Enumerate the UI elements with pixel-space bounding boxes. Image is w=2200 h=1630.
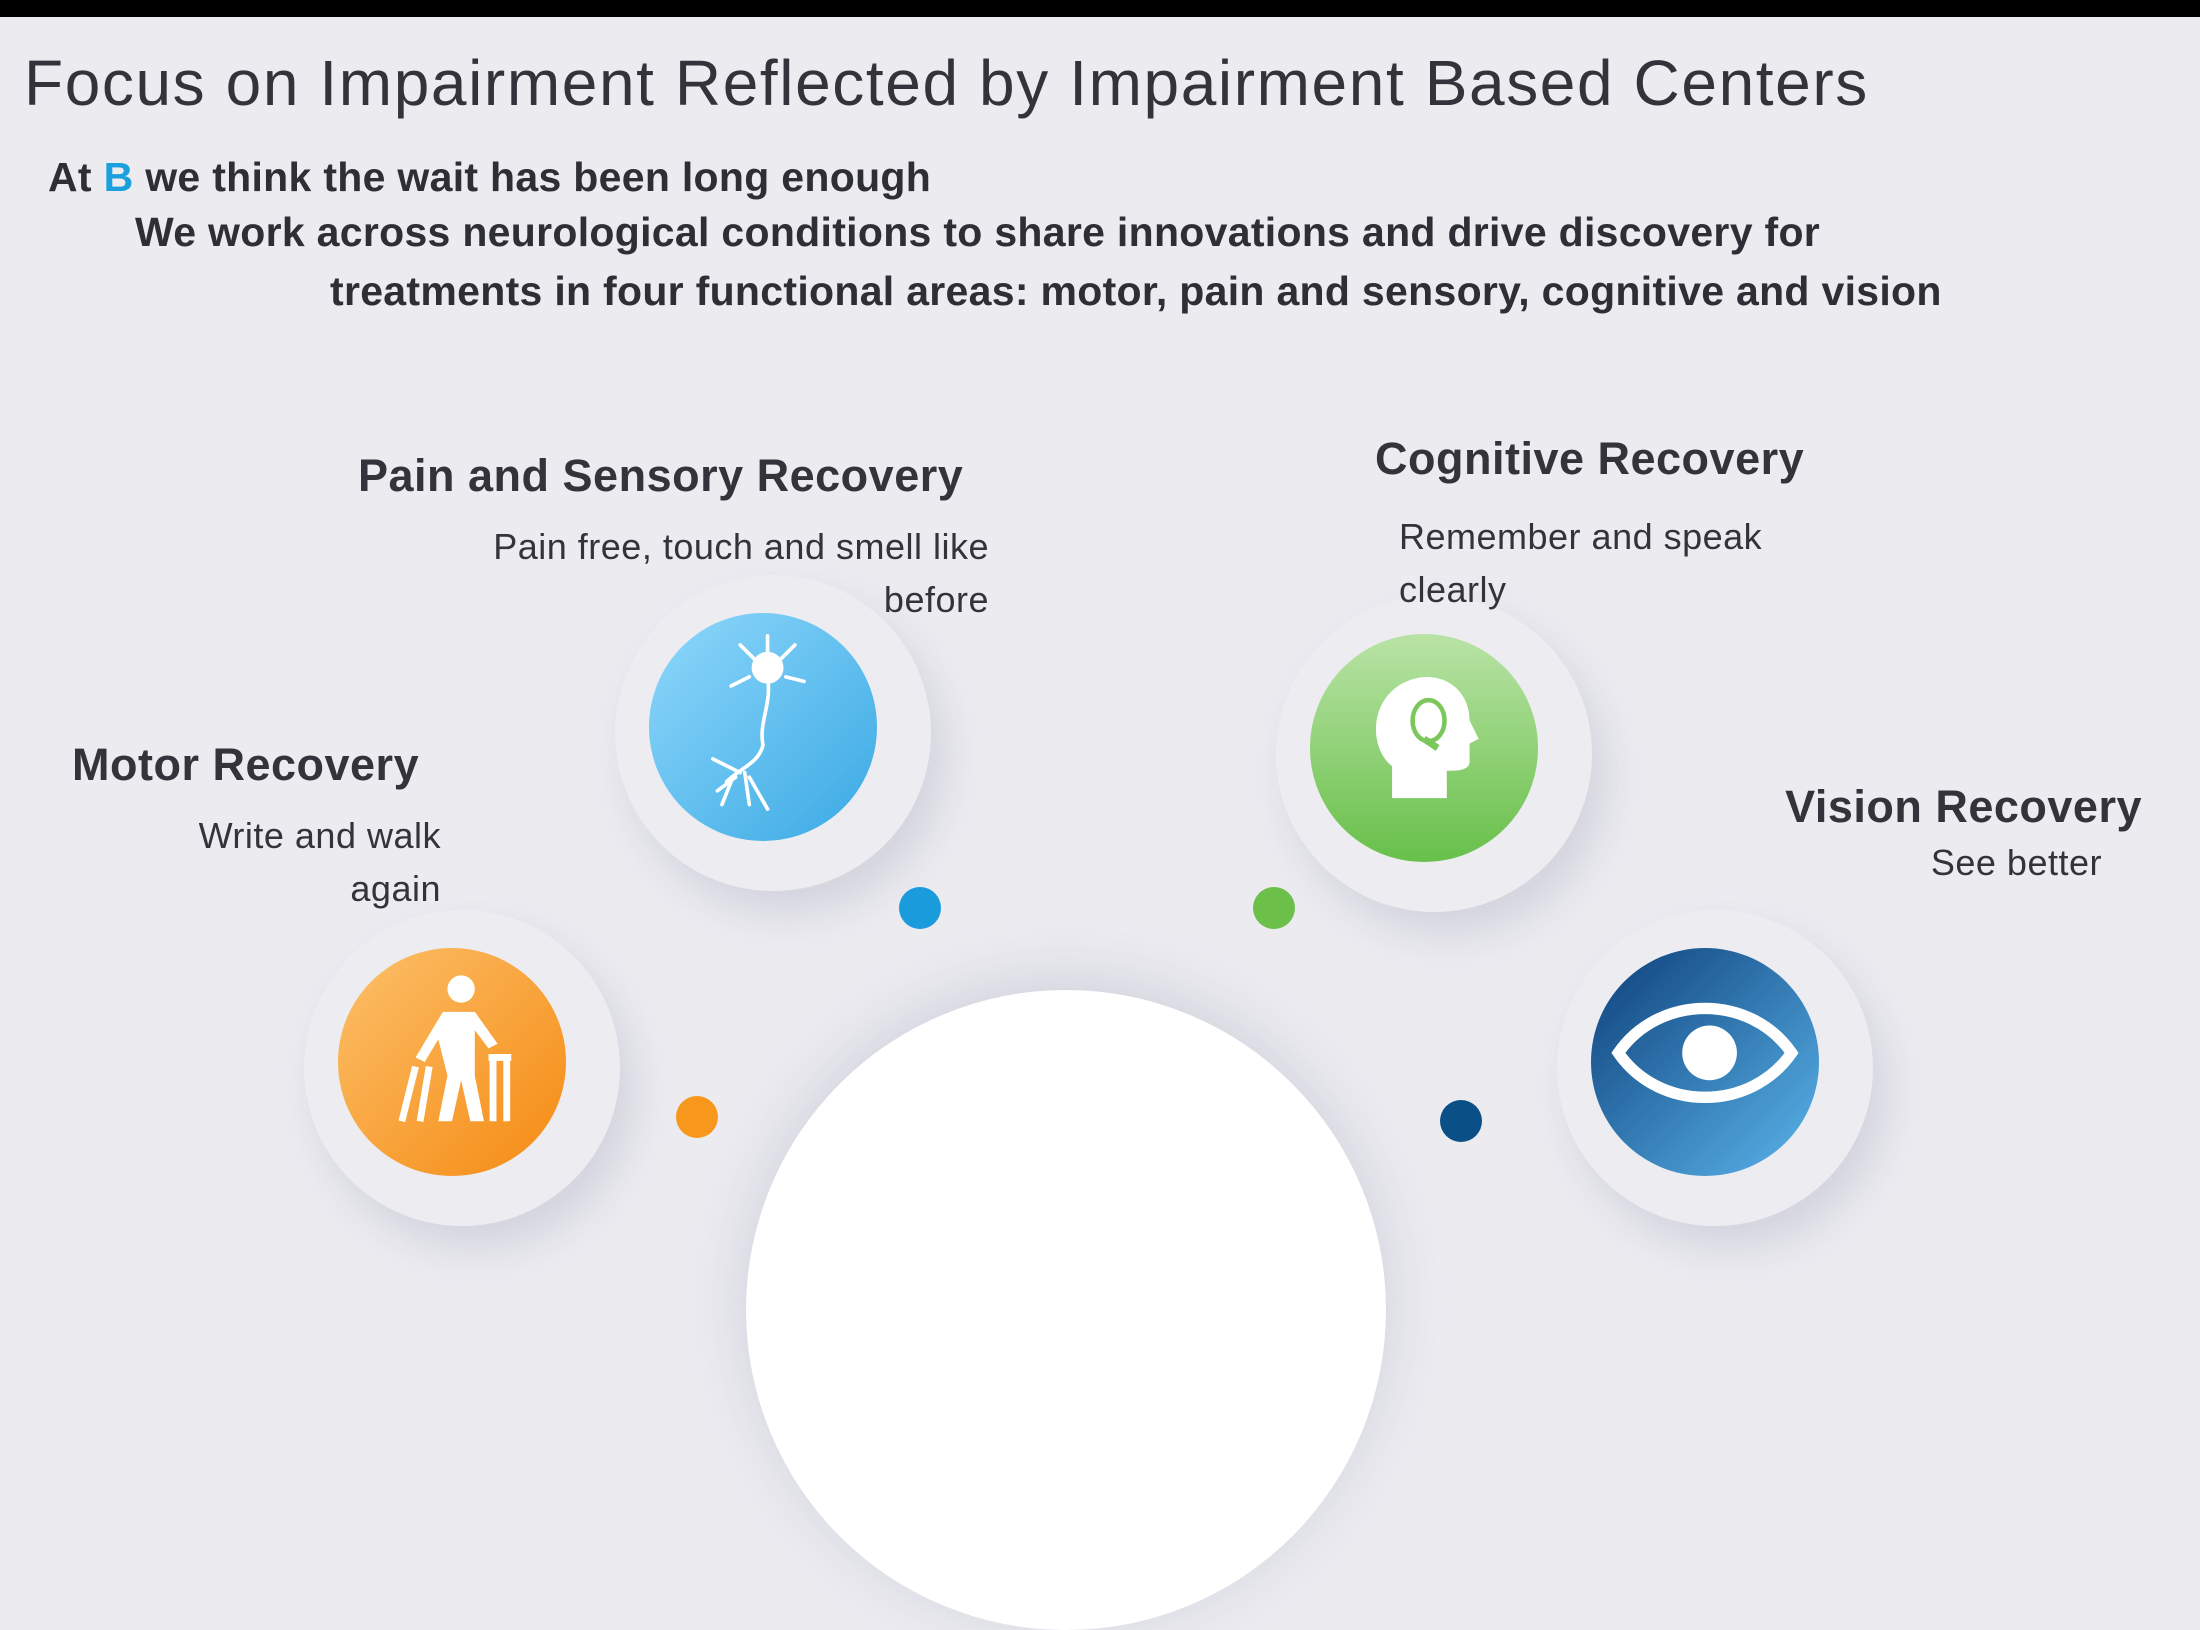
motor-connector-dot [676, 1096, 718, 1138]
motor-sub-2: again [350, 868, 441, 909]
intro-prefix: At [48, 154, 92, 200]
eye-icon [1591, 948, 1819, 1176]
pain-description: Pain free, touch and smell like before [493, 520, 989, 626]
cognitive-title: Cognitive Recovery [1375, 433, 1805, 484]
pain-sub-2: before [883, 579, 989, 620]
intro-line-1: At B we think the wait has been long eno… [48, 154, 931, 201]
pain-sub-1: Pain free, touch and smell like [493, 526, 989, 567]
pain-connector-dot [899, 887, 941, 929]
page-title: Focus on Impairment Reflected by Impairm… [24, 47, 1869, 119]
vision-title: Vision Recovery [1785, 781, 2142, 832]
cognitive-sub-1: Remember and speak [1399, 516, 1763, 557]
head-lightbulb-icon [1310, 634, 1538, 862]
motor-description: Write and walk again [199, 809, 441, 915]
vision-sub-1: See better [1930, 842, 2102, 883]
pain-title: Pain and Sensory Recovery [358, 450, 964, 501]
center-hub-circle [746, 990, 1386, 1630]
cognitive-sub-2: clearly [1399, 569, 1507, 610]
intro-line-2: We work across neurological conditions t… [135, 209, 1821, 255]
intro-line-3: treatments in four functional areas: mot… [330, 268, 1942, 314]
motor-title: Motor Recovery [72, 739, 420, 790]
top-black-bar [0, 0, 2200, 17]
neuron-icon [649, 613, 877, 841]
brand-letter: B [103, 154, 134, 200]
motor-sub-1: Write and walk [198, 815, 441, 856]
cognitive-description: Remember and speak clearly [1399, 510, 1762, 616]
walker-person-icon [338, 948, 566, 1176]
vision-connector-dot [1440, 1100, 1482, 1142]
intro-suffix: we think the wait has been long enough [145, 154, 932, 200]
cognitive-connector-dot [1253, 887, 1295, 929]
